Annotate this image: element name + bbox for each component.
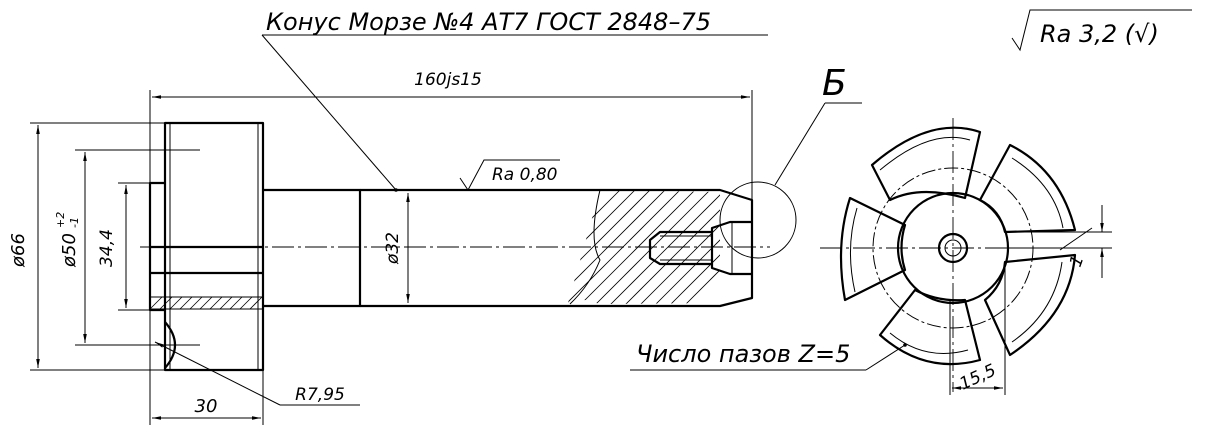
- dim-d50: ø50: [59, 233, 80, 268]
- surface-roughness: Ra 0,80: [492, 165, 558, 185]
- dim-offset: 1: [1066, 253, 1088, 270]
- general-roughness: Ra 3,2 (√): [1040, 20, 1159, 48]
- dim-d66: ø66: [8, 233, 29, 268]
- side-view: [140, 121, 770, 372]
- dim-length: 160js15: [414, 70, 482, 90]
- head-hatch: [149, 296, 264, 310]
- notes: Конус Морзе №4 АТ7 ГОСТ 2848–75 Ra 3,2 (…: [261, 8, 1192, 371]
- dim-d50-upper: +2: [54, 212, 67, 228]
- end-view: 15,5 1: [820, 118, 1112, 395]
- dim-d32: ø32: [383, 232, 403, 265]
- dim-30: 30: [195, 396, 218, 417]
- dim-radius: R7,95: [295, 385, 345, 405]
- tooth-count-note: Число пазов Z=5: [636, 340, 850, 368]
- dim-d50-lower: -1: [68, 217, 81, 228]
- dim-slot: 15,5: [957, 360, 1000, 394]
- dim-34: 34,4: [97, 229, 117, 267]
- detail-callout: Б: [822, 63, 847, 104]
- dimensions: 160js15 ø66 ø50 +2 -1 34,4 ø32 30 R7,95: [8, 70, 753, 425]
- title-note: Конус Морзе №4 АТ7 ГОСТ 2848–75: [266, 8, 711, 36]
- shank-hatch: [568, 190, 720, 304]
